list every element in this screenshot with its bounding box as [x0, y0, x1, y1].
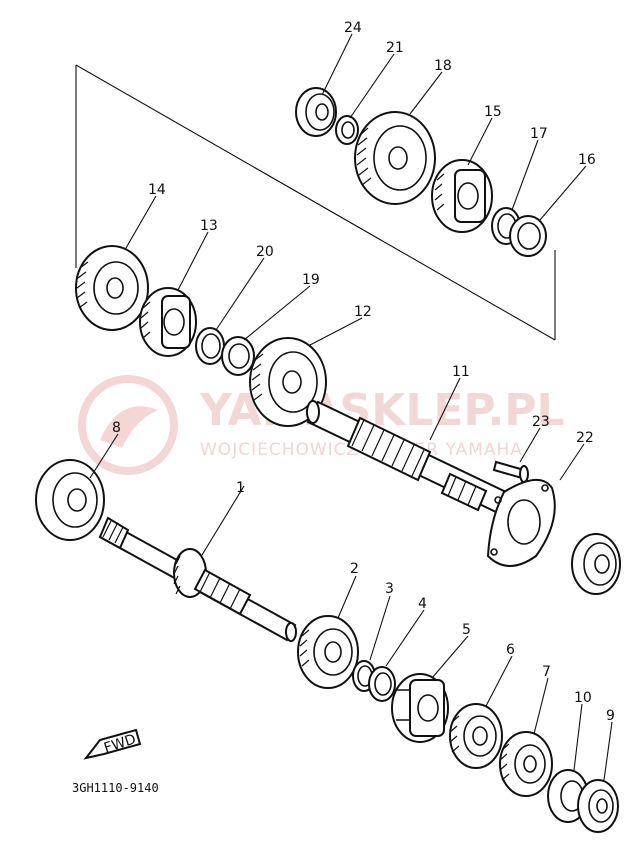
part-14-gear: [75, 245, 149, 331]
callout-2: 2: [350, 561, 359, 577]
callout-12: 12: [354, 304, 372, 320]
callout-16: 16: [578, 152, 596, 168]
part-7-gear: [499, 731, 553, 797]
part-2-gear: [297, 615, 359, 689]
callout-4: 4: [418, 596, 427, 612]
part-22-plate: [486, 479, 556, 567]
callout-14: 14: [148, 182, 166, 198]
part-21-washer: [335, 115, 359, 145]
part-13-gear: [139, 287, 197, 357]
callout-20: 20: [256, 244, 274, 260]
callout-17: 17: [530, 126, 548, 142]
callout-6: 6: [506, 642, 515, 658]
fwd-arrow: FWD: [83, 728, 142, 760]
part-8-bearing: [35, 459, 105, 541]
part-16-washer: [509, 215, 547, 257]
part-19-washer: [221, 336, 255, 376]
fwd-arrow-icon: [83, 728, 142, 760]
callout-19: 19: [302, 272, 320, 288]
callout-18: 18: [434, 58, 452, 74]
part-24-bearing: [295, 87, 337, 137]
callout-8: 8: [112, 420, 121, 436]
part-18-gear: [354, 111, 436, 205]
part-5-gear: [391, 673, 449, 743]
watermark-logo-mark-icon: [100, 406, 158, 448]
callout-5: 5: [462, 622, 471, 638]
leader-lines: [89, 33, 613, 781]
part-20-circlip: [195, 327, 225, 365]
part-4-washer: [368, 666, 396, 702]
fwd-label: FWD: [102, 731, 138, 756]
callout-7: 7: [542, 664, 551, 680]
part-11-shaft: [306, 400, 508, 514]
callout-23: 23: [532, 414, 550, 430]
part-12-gear: [249, 337, 327, 427]
part-15-gear: [431, 159, 493, 233]
group-bracket: [75, 64, 556, 341]
callout-22: 22: [576, 430, 594, 446]
callout-13: 13: [200, 218, 218, 234]
callout-numbers: 1 2 3 4 5 6 7 8 9 10 11 12 13 14 15 16 1…: [112, 20, 615, 724]
callout-3: 3: [385, 581, 394, 597]
callout-9: 9: [606, 708, 615, 724]
callout-11: 11: [452, 364, 470, 380]
part-secondary-bearing: [571, 533, 621, 595]
watermark-logo-icon: [78, 375, 178, 475]
callout-10: 10: [574, 690, 592, 706]
part-1-main-shaft: [98, 516, 297, 642]
part-23-bolt: [492, 460, 529, 483]
callout-15: 15: [484, 104, 502, 120]
callout-24: 24: [344, 20, 362, 36]
callout-1: 1: [236, 480, 245, 496]
part-9-bearing: [577, 779, 619, 833]
part-6-gear: [449, 703, 503, 769]
diagram-code: 3GH1110-9140: [72, 781, 159, 795]
callout-21: 21: [386, 40, 404, 56]
